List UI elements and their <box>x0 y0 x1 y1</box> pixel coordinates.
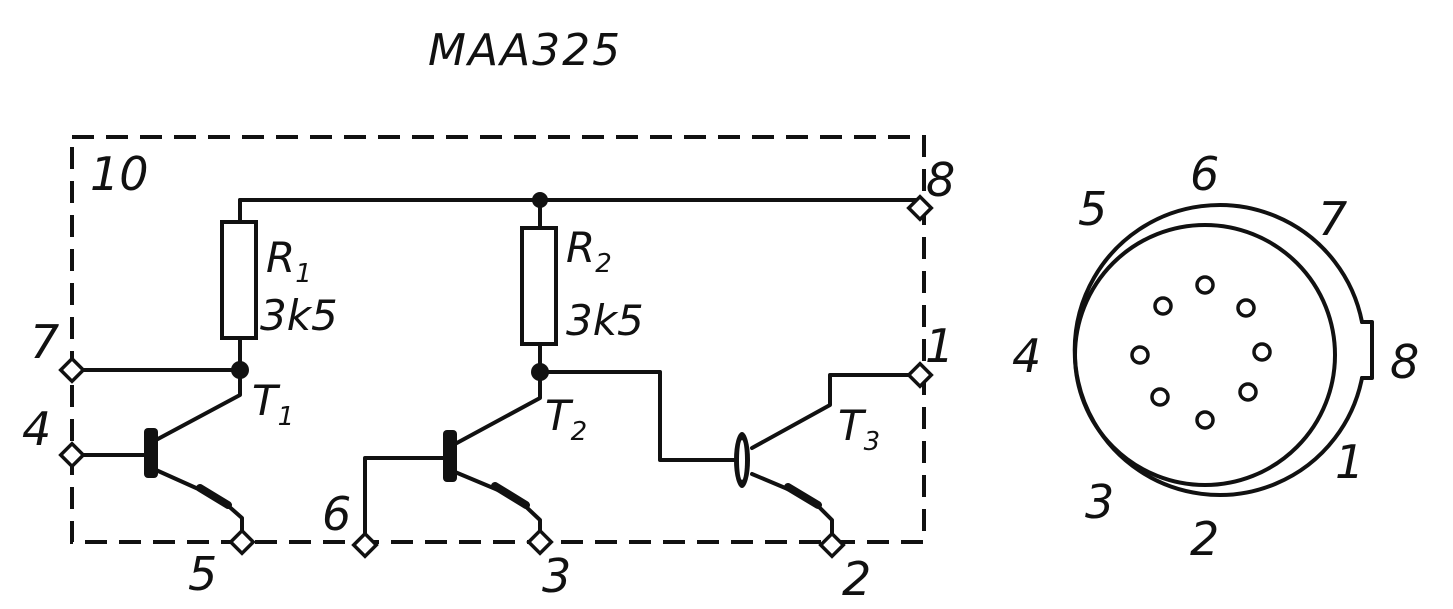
pinout-key-tab <box>1360 320 1374 380</box>
pinout-view: 1 2 3 4 5 6 7 8 <box>1012 147 1419 566</box>
t3-emitter-arrow <box>784 483 822 509</box>
top-rail-wire <box>238 198 922 210</box>
package-pin-label: 10 <box>90 147 149 201</box>
pin-8-label: 8 <box>926 153 955 207</box>
pinout-hole-7 <box>1236 298 1256 318</box>
pin-7-terminal <box>58 356 86 384</box>
pinout-label-3: 3 <box>1085 475 1114 529</box>
package-outline <box>70 135 926 544</box>
pinout-label-8: 8 <box>1390 335 1419 389</box>
t3-base-highlight <box>739 440 745 480</box>
pin-2-label: 2 <box>842 552 871 606</box>
pinout-label-7: 7 <box>1318 192 1347 246</box>
pin-6-terminal <box>351 531 379 559</box>
pin-3-terminal <box>526 528 554 556</box>
pinout-label-4: 4 <box>1012 329 1041 383</box>
pinout-hole-2 <box>1195 410 1215 430</box>
t2-label: T2 <box>545 391 587 447</box>
pinout-hole-8 <box>1252 342 1272 362</box>
t3-collector <box>750 373 922 450</box>
t2-index: 2 <box>571 417 588 447</box>
t2-letter: T <box>545 391 574 440</box>
t1-label: T1 <box>252 376 294 432</box>
pinout-label-5: 5 <box>1078 182 1107 236</box>
pinout-label-1: 1 <box>1335 435 1364 489</box>
pin-4-label: 4 <box>22 402 51 456</box>
t3-label: T3 <box>838 401 880 457</box>
t3-index: 3 <box>864 427 881 457</box>
r2-value: 3k5 <box>566 296 644 345</box>
pin-4-terminal <box>58 441 86 469</box>
r1-label: R1 <box>266 233 312 289</box>
t1-letter: T <box>252 376 281 425</box>
t3-letter: T <box>838 401 867 450</box>
t3-base-wire <box>538 370 740 462</box>
r2-label: R2 <box>566 223 612 279</box>
pin-1-terminal <box>906 361 934 389</box>
pinout-label-6: 6 <box>1190 147 1219 201</box>
t1-index: 1 <box>278 402 295 432</box>
chip-title: MAA325 <box>428 25 622 76</box>
pinout-hole-3 <box>1150 387 1170 407</box>
t2-base-bar <box>443 430 457 482</box>
r1-index: 1 <box>295 259 312 289</box>
pinout-hole-4 <box>1130 345 1150 365</box>
r1-letter: R <box>266 233 295 282</box>
pin-5-terminal <box>228 528 256 556</box>
pin-1-label: 1 <box>925 319 954 373</box>
pin-6-label: 6 <box>322 487 351 541</box>
pinout-hole-5 <box>1153 296 1173 316</box>
resistor-r2 <box>520 226 558 346</box>
r2-index: 2 <box>595 249 612 279</box>
pinout-hole-1 <box>1238 382 1258 402</box>
pin-7-label: 7 <box>30 315 59 369</box>
pin-3-label: 3 <box>542 549 571 603</box>
pin-8-terminal <box>906 194 934 222</box>
t2-base-wire <box>363 456 447 547</box>
pin-2-terminal <box>818 531 846 559</box>
resistor-r1 <box>220 220 258 340</box>
pin-5-label: 5 <box>188 547 217 601</box>
t3-emitter-a <box>750 472 792 492</box>
t2-collector <box>453 370 542 446</box>
t1-collector <box>154 368 242 442</box>
r2-letter: R <box>566 223 595 272</box>
pinout-hole-6 <box>1195 275 1215 295</box>
t2-emitter-a <box>453 470 500 492</box>
r1-value: 3k5 <box>260 291 338 340</box>
pinout-inner-ring <box>1073 223 1337 487</box>
pinout-label-2: 2 <box>1190 512 1219 566</box>
